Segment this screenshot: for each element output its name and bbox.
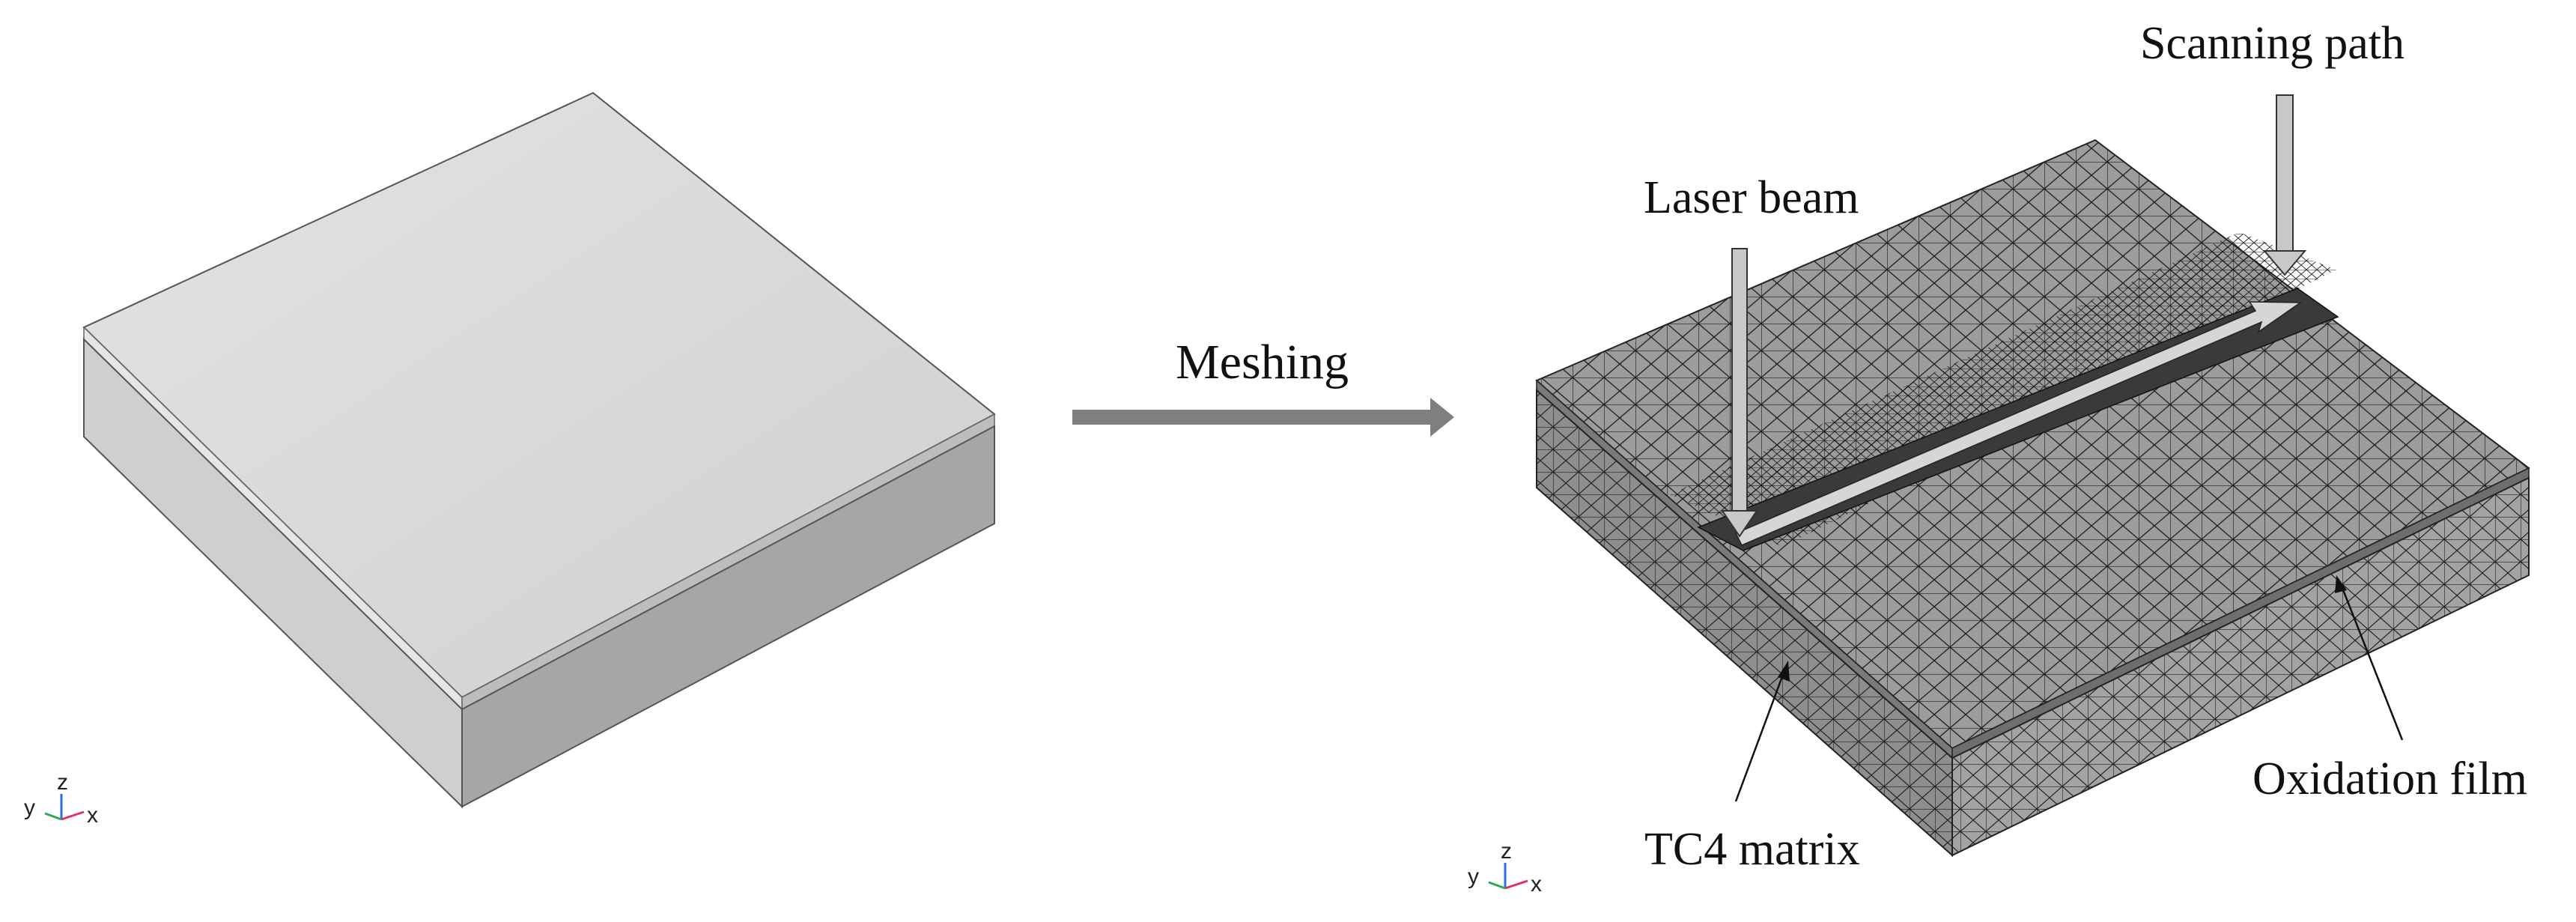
meshed-block bbox=[1535, 139, 2530, 858]
plain-block-front-face bbox=[461, 425, 995, 808]
plain-block bbox=[82, 91, 996, 809]
meshing-process-arrow bbox=[1072, 398, 1454, 437]
axis-x-label-right: x bbox=[1531, 872, 1542, 897]
axis-z-label-right: z bbox=[1501, 839, 1512, 864]
meshing-label: Meshing bbox=[1176, 335, 1349, 389]
fine-mesh-zone bbox=[1670, 232, 2336, 547]
scan-direction-arrow bbox=[1734, 301, 2303, 546]
axis-y-label: y bbox=[24, 795, 35, 820]
scanning-path-arrow bbox=[2262, 94, 2307, 276]
tc4-matrix-leader-line bbox=[1734, 672, 1785, 802]
axis-z-label: z bbox=[57, 770, 68, 795]
plain-block-top-face bbox=[82, 91, 996, 699]
axis-y-label-right: y bbox=[1468, 864, 1479, 889]
oxidation-film-leader-line bbox=[2339, 583, 2404, 741]
axis-x-label: x bbox=[87, 803, 98, 828]
process-arrow-head bbox=[1430, 398, 1454, 437]
axis-triad-left: z x y bbox=[24, 770, 98, 828]
axis-triad-right: z x y bbox=[1468, 839, 1542, 897]
scanning-path-label: Scanning path bbox=[2140, 18, 2405, 69]
laser-beam-label: Laser beam bbox=[1644, 172, 1859, 223]
oxidation-film-label: Oxidation film bbox=[2253, 753, 2527, 804]
laser-beam-arrow bbox=[1721, 248, 1758, 538]
tc4-matrix-label: TC4 matrix bbox=[1644, 824, 1860, 875]
